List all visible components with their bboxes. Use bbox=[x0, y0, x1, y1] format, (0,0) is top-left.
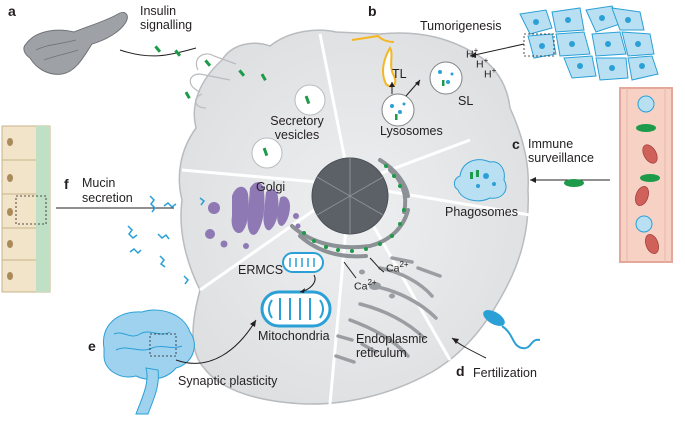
synaptic-arrow-head bbox=[250, 320, 256, 327]
ca-arrow-2 bbox=[343, 261, 357, 279]
bacterium bbox=[564, 179, 584, 187]
panel-label-a: a bbox=[8, 3, 16, 19]
panel-label-b: b bbox=[368, 3, 377, 19]
h-charge-2: + bbox=[483, 56, 489, 65]
pancreas-illustration bbox=[23, 11, 128, 75]
mitochondria-large bbox=[260, 290, 332, 328]
label-tumorigenesis: Tumorigenesis bbox=[420, 19, 502, 33]
ca-charge-2: 2+ bbox=[367, 278, 377, 287]
blood-vessel bbox=[619, 87, 673, 263]
label-ca-1: Ca2+ bbox=[386, 260, 409, 275]
er-vesicles bbox=[359, 269, 395, 299]
cell-mucin-strands bbox=[199, 197, 206, 206]
label-er-line1: Endoplasmic bbox=[356, 332, 428, 346]
label-tl: TL bbox=[392, 67, 407, 81]
immune-arrow-head bbox=[530, 177, 536, 183]
h-text-1: H bbox=[466, 48, 474, 61]
label-ermcs: ERMCS bbox=[238, 263, 284, 277]
label-lysosomes: Lysosomes bbox=[380, 124, 443, 138]
fertilization-arrow-head bbox=[452, 338, 459, 344]
nucleus bbox=[311, 157, 389, 235]
ca-arrow-1 bbox=[369, 257, 385, 273]
phagosomes bbox=[453, 159, 507, 202]
label-h-2: H+ bbox=[476, 56, 488, 71]
label-secretory-line2: vesicles bbox=[274, 128, 320, 142]
secretory-vesicles bbox=[184, 59, 326, 169]
synaptic-arrow bbox=[175, 319, 257, 364]
label-phagosomes: Phagosomes bbox=[445, 205, 518, 219]
panel-label-e: e bbox=[88, 338, 96, 354]
panel-label-c: c bbox=[512, 136, 520, 152]
ca-text-1: Ca bbox=[386, 262, 400, 275]
intestinal-epithelium bbox=[1, 125, 51, 293]
label-immune-line2: surveillance bbox=[528, 151, 595, 165]
label-mucin-line1: Mucin bbox=[82, 176, 116, 190]
lysosomes bbox=[351, 34, 463, 127]
ribosomes bbox=[302, 164, 406, 253]
label-golgi: Golgi bbox=[256, 180, 286, 194]
endoplasmic-reticulum bbox=[334, 256, 442, 364]
insulin-granules bbox=[154, 45, 182, 57]
h-charge-1: + bbox=[473, 46, 479, 55]
label-mucin-line2: secretion bbox=[82, 191, 133, 205]
brain-illustration bbox=[102, 309, 195, 415]
label-ca-2: Ca2+ bbox=[354, 278, 377, 293]
label-fertilization: Fertilization bbox=[473, 366, 537, 380]
h-charge-3: + bbox=[491, 66, 497, 75]
tumor-arrow bbox=[469, 43, 525, 57]
mitochondria-small bbox=[282, 252, 324, 273]
label-mitochondria: Mitochondria bbox=[258, 329, 330, 343]
label-synaptic: Synaptic plasticity bbox=[178, 374, 278, 388]
panel-label-d: d bbox=[456, 363, 465, 379]
insulin-arrow bbox=[119, 47, 197, 57]
label-secretory-line1: Secretory bbox=[270, 114, 324, 128]
golgi bbox=[205, 182, 301, 249]
label-er-line2: reticulum bbox=[356, 346, 407, 360]
label-sl: SL bbox=[458, 94, 474, 108]
ca-text-2: Ca bbox=[354, 280, 368, 293]
label-insulin-line1: Insulin bbox=[140, 4, 177, 18]
label-h-1: H+ bbox=[466, 46, 478, 61]
membrane-protrusions bbox=[189, 53, 237, 109]
h-text-2: H bbox=[476, 58, 484, 71]
label-h-3: H+ bbox=[484, 66, 496, 81]
mucin-strands bbox=[127, 195, 189, 285]
tumor-arrow-head bbox=[470, 52, 476, 58]
panel-label-f: f bbox=[64, 176, 69, 192]
h-text-3: H bbox=[484, 68, 492, 81]
ca-charge-1: 2+ bbox=[399, 260, 409, 269]
ermcs-arrow-head bbox=[300, 288, 305, 293]
label-insulin-line2: signalling bbox=[140, 18, 193, 32]
sperm-illustration bbox=[483, 310, 541, 350]
tumor-cells bbox=[519, 5, 659, 81]
label-immune-line1: Immune bbox=[528, 137, 574, 151]
